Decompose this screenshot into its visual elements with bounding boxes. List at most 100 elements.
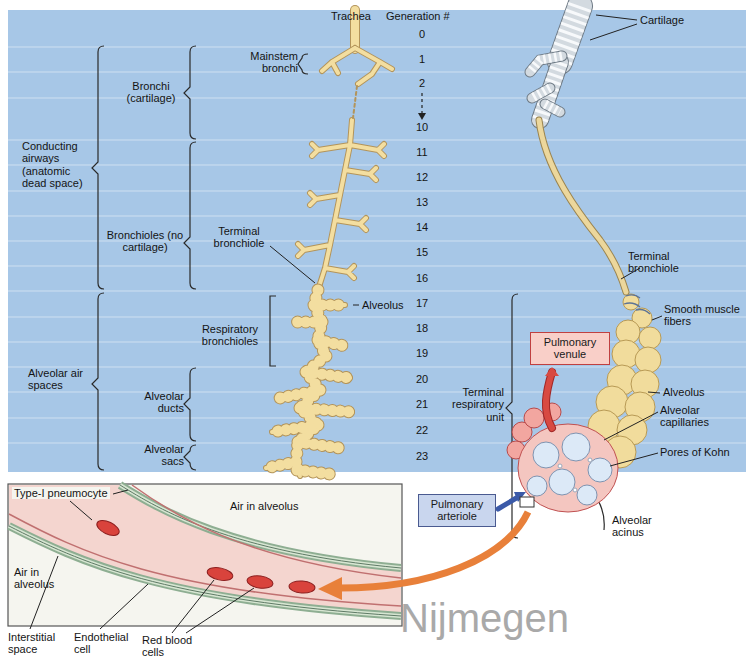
vessel-label-box: Pulmonary arteriole <box>418 494 496 527</box>
generation-number: 2 <box>410 77 434 89</box>
alveolar-acinus-illustration <box>588 458 592 462</box>
vessel-label-box: Pulmonary venule <box>530 332 610 365</box>
alveolar-acinus-illustration <box>636 310 650 315</box>
part-label: Alveolar capillaries <box>660 404 734 429</box>
trachea-illustration <box>539 120 626 292</box>
part-label: Generation # <box>386 10 450 22</box>
trachea-illustration <box>539 120 626 292</box>
bracket <box>270 296 276 366</box>
leader-line <box>596 15 637 20</box>
leader-line <box>30 490 254 633</box>
watermark: Nijmegen <box>400 598 569 638</box>
bronchial-tree <box>266 290 352 476</box>
membrane-inset <box>9 485 401 616</box>
generation-number: 23 <box>410 450 434 462</box>
membrane-inset <box>95 517 316 593</box>
alveolar-acinus-illustration <box>545 367 559 376</box>
leader-line <box>270 246 315 283</box>
generation-band <box>8 10 746 472</box>
bracket <box>92 293 104 470</box>
alveolar-acinus-illustration <box>533 442 559 468</box>
generation-band <box>8 140 746 141</box>
part-label: Terminal bronchiole <box>628 250 698 275</box>
trachea-illustration <box>530 6 626 292</box>
alveolar-acinus-illustration <box>626 295 640 298</box>
generation-skip-arrow <box>418 93 426 120</box>
part-label: Pores of Kohn <box>660 446 730 458</box>
leader-line <box>652 316 662 320</box>
alveolar-acinus-illustration <box>577 485 597 505</box>
leader-line <box>590 24 637 40</box>
alveolar-acinus-illustration <box>498 294 661 512</box>
part-label: Red blood cells <box>142 634 198 659</box>
generation-skip-arrow <box>418 113 426 120</box>
alveolar-acinus-illustration <box>573 488 577 492</box>
leader-line <box>590 15 640 279</box>
membrane-inset <box>132 485 401 578</box>
generation-number: 15 <box>410 246 434 258</box>
generation-number: 12 <box>410 171 434 183</box>
membrane-inset <box>9 485 401 616</box>
alveolar-acinus-illustration <box>520 497 534 507</box>
leader-line <box>610 453 658 466</box>
generation-band <box>8 10 746 472</box>
trachea-illustration <box>530 56 562 112</box>
membrane-inset <box>206 565 234 582</box>
alveolar-acinus-illustration <box>546 372 552 428</box>
alveolar-acinus-illustration <box>527 433 612 505</box>
generation-number: 21 <box>410 398 434 410</box>
generation-number: 11 <box>410 146 434 158</box>
bronchial-tree <box>266 10 392 476</box>
generation-number: 1 <box>410 53 434 65</box>
part-label: Air in alveolus <box>230 500 298 512</box>
alveolar-acinus-illustration <box>624 295 650 314</box>
generation-number: 18 <box>410 322 434 334</box>
bronchial-tree <box>266 290 352 476</box>
alveolar-acinus-illustration <box>524 408 544 428</box>
alveolar-acinus-illustration <box>498 497 518 509</box>
alveolar-acinus-illustration <box>588 458 612 482</box>
leader-line <box>172 580 214 633</box>
generation-band <box>8 98 746 99</box>
part-label: Air in alveolus <box>14 566 66 591</box>
part-label: Terminal respiratory unit <box>440 386 504 423</box>
generation-band <box>8 367 746 368</box>
leader-line <box>70 501 92 520</box>
alveolar-acinus-illustration <box>527 476 547 496</box>
bronchial-tree <box>298 48 392 290</box>
generation-band <box>8 216 746 217</box>
magnification-arrow <box>318 577 342 600</box>
alveolar-acinus-illustration <box>518 424 618 512</box>
bronchial-tree <box>266 290 352 476</box>
alveolar-acinus-illustration <box>546 372 552 428</box>
membrane-inset <box>120 485 401 568</box>
part-label: Bronchioles (no cartilage) <box>104 229 186 254</box>
alveolar-acinus-illustration <box>558 464 562 468</box>
part-label: Terminal bronchiole <box>208 225 270 250</box>
generation-skip-arrow <box>421 93 422 114</box>
membrane-inset <box>8 484 402 626</box>
bracket <box>92 46 104 289</box>
generation-number: 0 <box>410 28 434 40</box>
generation-number: 10 <box>410 121 434 133</box>
part-label: Cartilage <box>640 14 684 26</box>
generation-band <box>8 191 746 192</box>
alveolar-acinus-illustration <box>639 327 661 349</box>
part-label: Respiratory bronchioles <box>194 323 266 348</box>
bracket <box>184 368 196 441</box>
generation-number: 17 <box>410 297 434 309</box>
trachea-illustration <box>530 56 562 112</box>
bracket <box>184 445 196 470</box>
part-label: Bronchi (cartilage) <box>118 80 184 105</box>
leader-line <box>186 588 254 633</box>
generation-band <box>8 47 746 443</box>
membrane-inset <box>9 514 401 606</box>
membrane-inset <box>95 517 122 538</box>
alveolar-acinus-illustration <box>558 458 592 492</box>
part-label: Type-I pneumocyte <box>12 487 110 499</box>
leader-line <box>113 490 128 494</box>
part-label: Alveolar ducts <box>138 390 184 415</box>
box-text: Pulmonary venule <box>535 336 605 361</box>
leader-line <box>604 316 662 466</box>
